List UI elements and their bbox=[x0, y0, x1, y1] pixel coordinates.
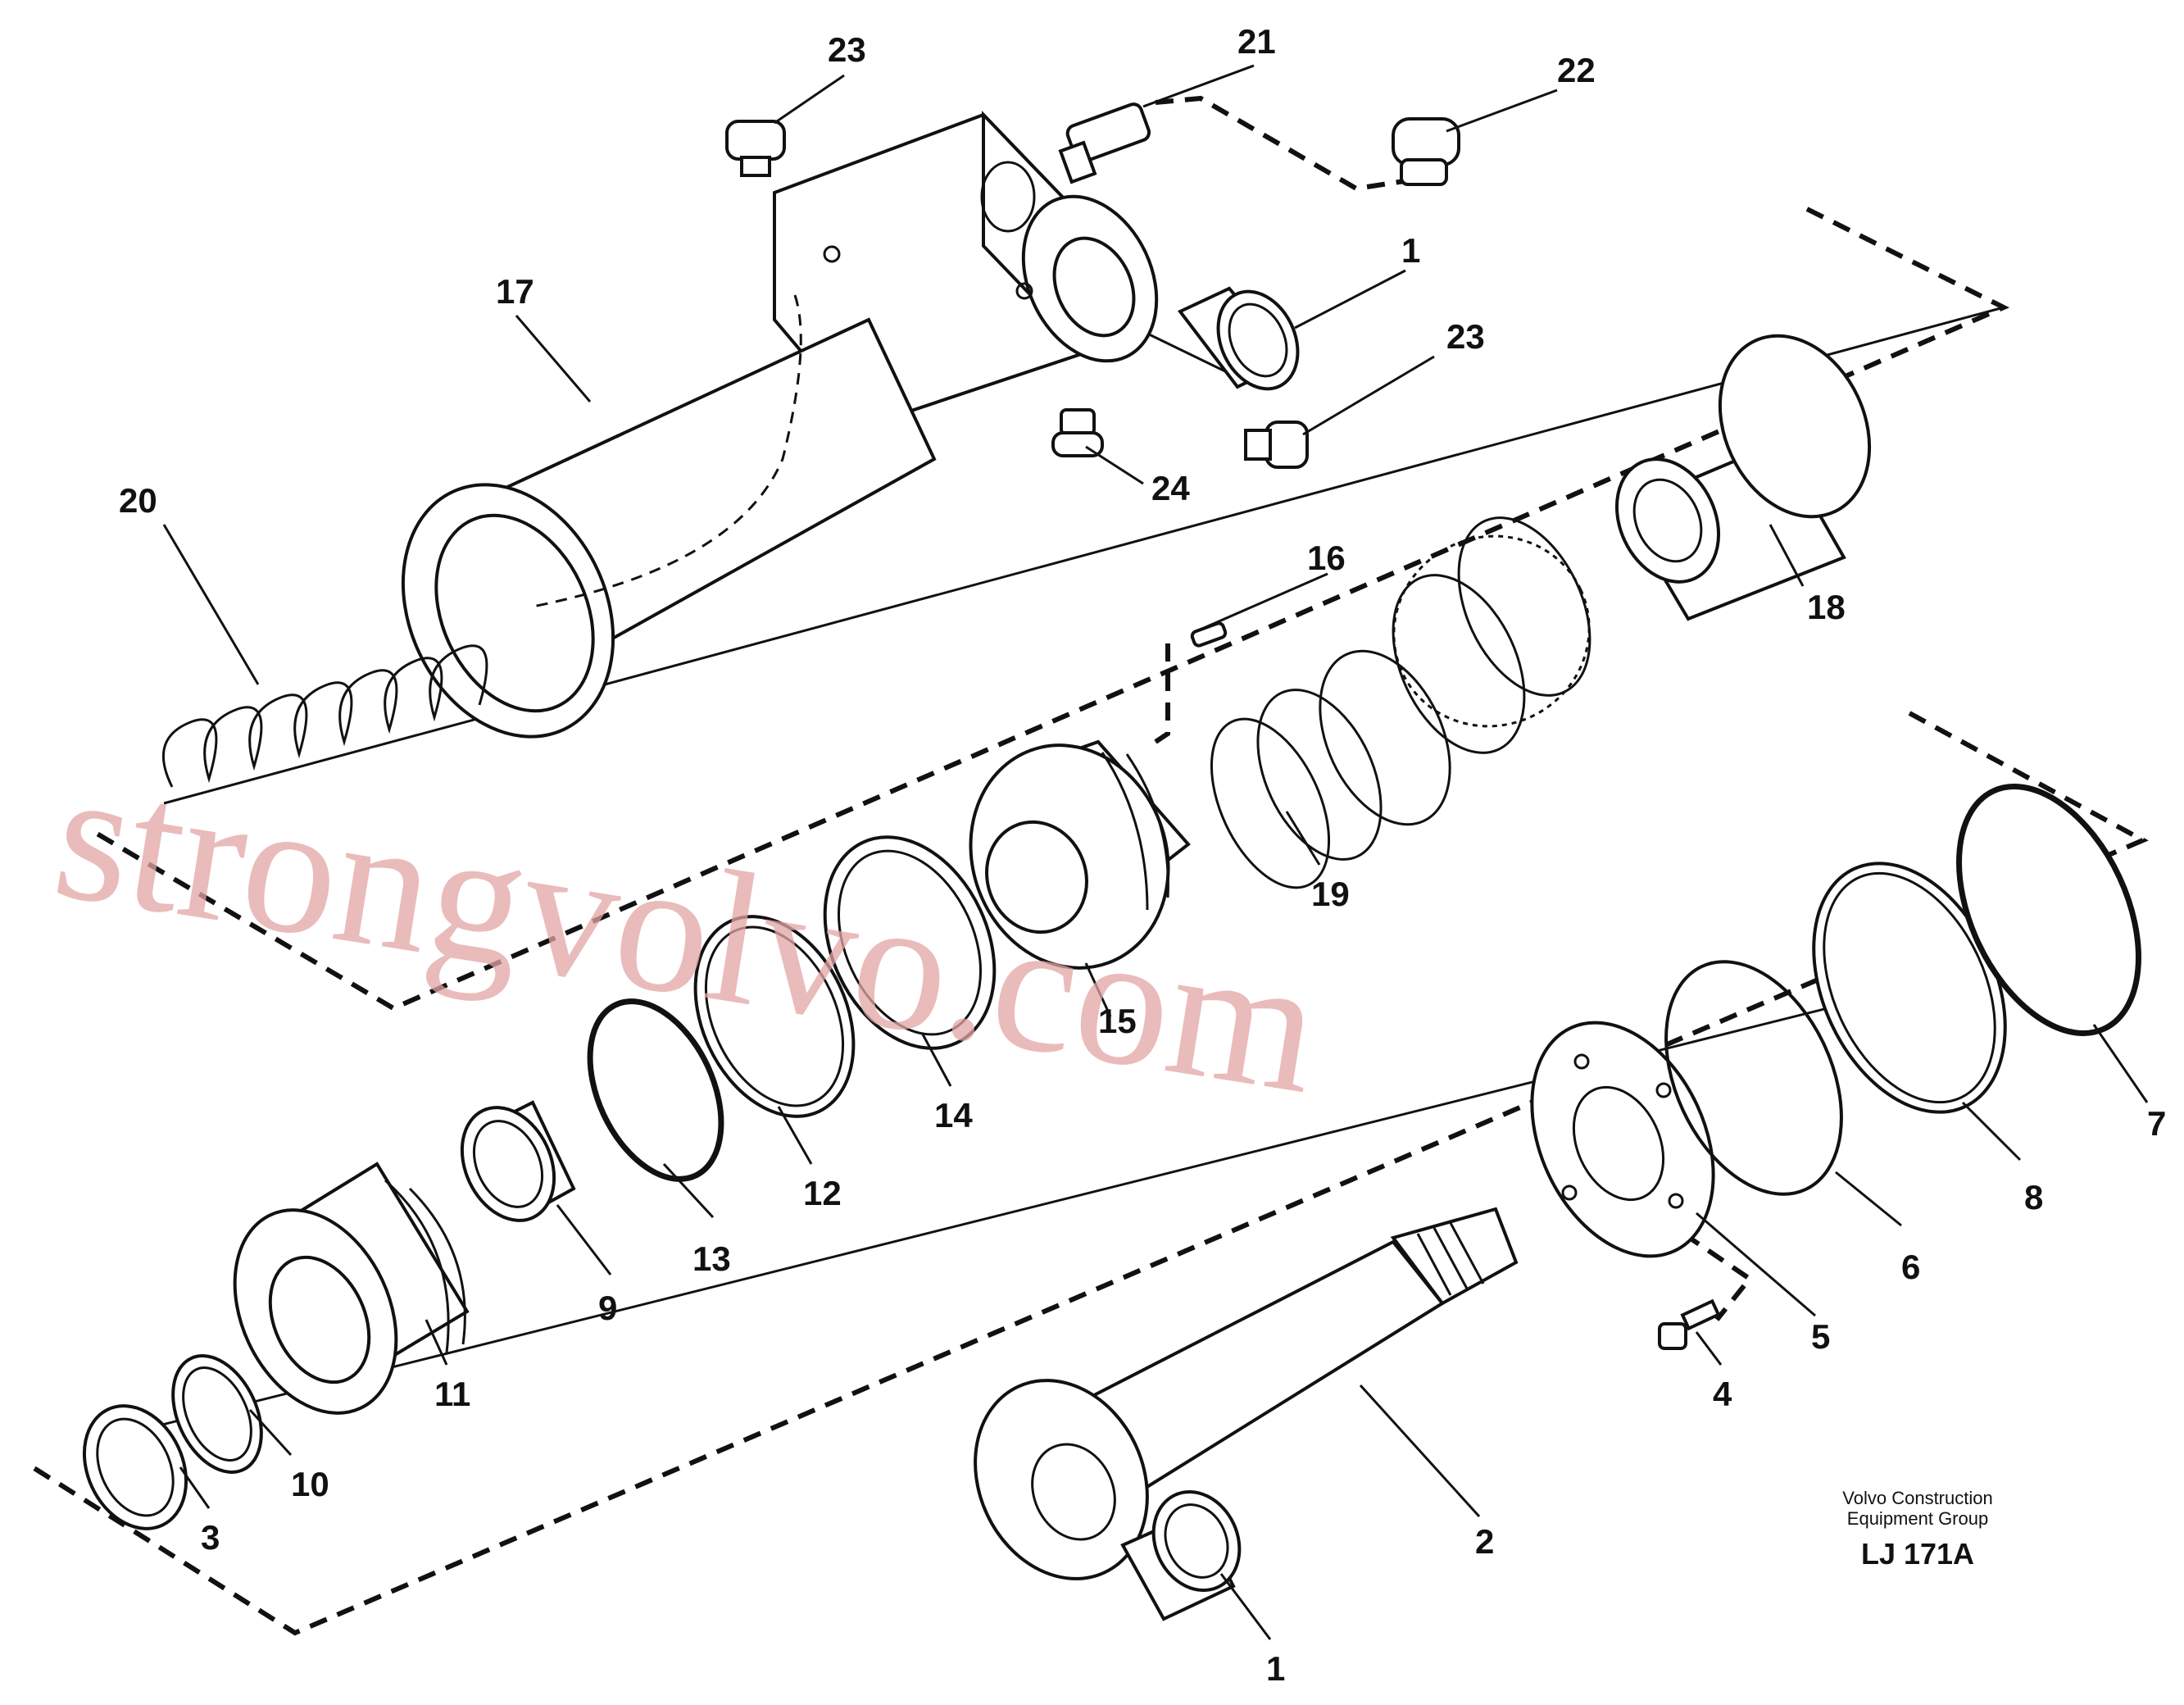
label-4: 4 bbox=[1713, 1375, 1732, 1413]
guide-tube-18 bbox=[1614, 334, 1872, 621]
spring-20 bbox=[161, 644, 488, 788]
fitting-24 bbox=[1051, 408, 1104, 457]
ring-13 bbox=[587, 998, 724, 1182]
credit-line-1: Volvo Construction bbox=[1842, 1488, 1992, 1508]
wiper-3 bbox=[82, 1404, 188, 1530]
ring-10 bbox=[171, 1354, 263, 1474]
flange-5 bbox=[1530, 1021, 1715, 1258]
label-7: 7 bbox=[2147, 1104, 2166, 1143]
spring-19 bbox=[1210, 516, 1591, 889]
piston-rod-2 bbox=[974, 1207, 1519, 1580]
axis-upper bbox=[163, 306, 2005, 805]
label-12: 12 bbox=[803, 1174, 842, 1212]
label-11: 11 bbox=[434, 1375, 470, 1413]
label-16: 16 bbox=[1307, 539, 1346, 577]
label-23-side: 23 bbox=[1446, 317, 1485, 356]
fitting-22 bbox=[1392, 117, 1460, 186]
label-24: 24 bbox=[1151, 469, 1190, 507]
bushing-1-lower bbox=[1120, 1489, 1242, 1621]
assembly-outline-lower bbox=[31, 711, 2149, 1636]
label-19: 19 bbox=[1311, 875, 1350, 913]
label-1-top: 1 bbox=[1401, 231, 1420, 270]
label-6: 6 bbox=[1901, 1248, 1920, 1286]
label-20: 20 bbox=[119, 481, 157, 520]
label-13: 13 bbox=[692, 1239, 731, 1278]
fitting-23-top bbox=[725, 120, 786, 177]
ring-7 bbox=[1956, 784, 2141, 1036]
cylinder-barrel-17 bbox=[401, 111, 1159, 739]
label-22: 22 bbox=[1557, 51, 1596, 89]
bushing-1-upper bbox=[1177, 286, 1300, 391]
label-2: 2 bbox=[1475, 1522, 1494, 1561]
dash-16-19 bbox=[1154, 643, 1170, 744]
label-21: 21 bbox=[1237, 22, 1276, 61]
label-1-bottom: 1 bbox=[1266, 1649, 1285, 1688]
label-5: 5 bbox=[1811, 1317, 1830, 1356]
piston-15 bbox=[969, 739, 1191, 970]
label-3: 3 bbox=[201, 1518, 220, 1557]
label-9: 9 bbox=[598, 1289, 617, 1327]
leader-lines bbox=[162, 64, 2149, 1640]
ring-12 bbox=[693, 915, 856, 1118]
credit-line-2: Equipment Group bbox=[1847, 1508, 1988, 1529]
part-labels: 23 21 22 1 23 24 17 20 16 18 19 15 14 12… bbox=[119, 22, 2166, 1688]
fitting-21 bbox=[1058, 102, 1151, 184]
fitting-23-side bbox=[1244, 421, 1309, 469]
cylinder-head-11 bbox=[233, 1162, 470, 1415]
fitting-dash-21-22 bbox=[1155, 95, 1410, 192]
label-23-top: 23 bbox=[828, 30, 866, 69]
label-14: 14 bbox=[934, 1096, 973, 1134]
bolt-4 bbox=[1658, 1298, 1721, 1350]
snap-ring-6 bbox=[1664, 960, 1843, 1196]
bushing-9 bbox=[460, 1100, 576, 1222]
label-18: 18 bbox=[1807, 588, 1846, 626]
assembly-outline-upper bbox=[93, 207, 2010, 1012]
label-15: 15 bbox=[1098, 1002, 1137, 1040]
label-17: 17 bbox=[496, 272, 534, 311]
label-8: 8 bbox=[2024, 1178, 2043, 1216]
drawing-code: LJ 171A bbox=[1861, 1537, 1974, 1571]
axis-lower bbox=[89, 933, 2123, 1444]
label-10: 10 bbox=[291, 1465, 329, 1503]
